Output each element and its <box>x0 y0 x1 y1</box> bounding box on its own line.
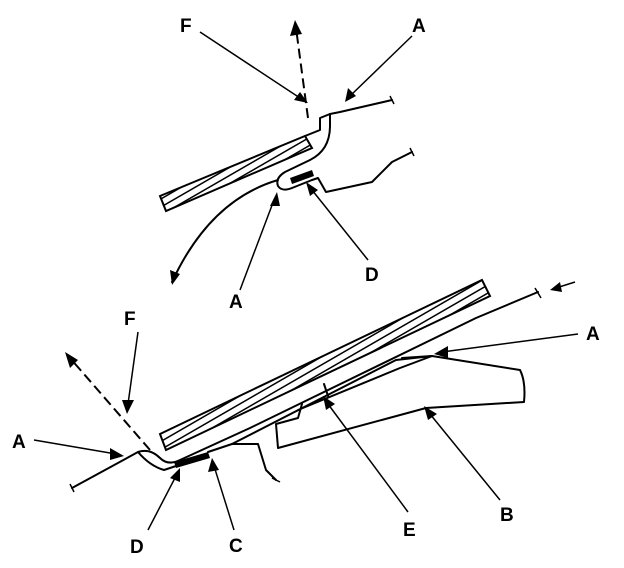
bottom-adhesive <box>174 452 210 468</box>
top-removal-arrowhead <box>170 270 180 285</box>
bottom-leader-A-right <box>441 333 579 353</box>
top-label-F: F <box>180 16 192 37</box>
bottom-clip-body <box>275 355 526 449</box>
top-detail-view: F A A D <box>158 16 426 313</box>
bottom-label-D: D <box>130 537 144 558</box>
bottom-glass-pane <box>158 278 492 452</box>
bottom-label-B: B <box>500 505 514 526</box>
top-leader-A-right-head <box>345 88 356 102</box>
bottom-leader-E <box>327 403 409 513</box>
top-adhesive <box>290 170 314 184</box>
bottom-leader-F <box>127 331 139 405</box>
bottom-leader-B-head <box>424 406 437 420</box>
top-direction-line <box>295 27 309 119</box>
bottom-leader-A-right-head <box>434 346 448 358</box>
bottom-leader-E-head <box>323 396 335 410</box>
bottom-label-E: E <box>403 520 416 541</box>
bottom-label-F: F <box>124 309 136 330</box>
bottom-break-mark-left <box>69 483 75 493</box>
top-leader-F-head <box>294 92 308 103</box>
bottom-molding <box>71 291 539 489</box>
bottom-direction-arrowhead <box>65 352 78 368</box>
top-direction-arrowhead <box>290 20 302 36</box>
top-leader-A-bottom <box>239 199 275 291</box>
bottom-leader-C-head <box>208 458 219 472</box>
top-leader-A-bottom-head <box>270 192 280 206</box>
top-break-mark-upper <box>389 95 395 105</box>
bottom-detail-view: F A A B C D E <box>12 278 600 558</box>
top-removal-path <box>171 179 279 283</box>
bottom-leader-D-head <box>170 468 180 482</box>
bottom-break-mark-right <box>534 287 542 299</box>
top-leader-D-head <box>306 182 318 196</box>
top-leader-A-right <box>349 35 413 97</box>
top-label-A-right: A <box>412 16 426 37</box>
top-body-panel <box>311 151 413 193</box>
bottom-leader-D <box>147 475 177 531</box>
bottom-label-A-left: A <box>12 432 26 453</box>
top-glass-pane <box>158 134 314 213</box>
top-leader-D <box>311 189 369 261</box>
bottom-break-mark-panel <box>271 477 281 483</box>
bottom-label-A-right: A <box>586 324 600 345</box>
bottom-molding-lip <box>137 451 177 471</box>
bottom-leader-C <box>213 465 235 531</box>
top-leader-F <box>199 31 301 99</box>
bottom-insert-arrowhead <box>550 282 562 292</box>
top-label-A-bottom: A <box>229 292 243 313</box>
bottom-leader-A-left <box>33 439 117 455</box>
top-label-D: D <box>365 265 379 286</box>
bottom-label-C: C <box>229 536 243 557</box>
bottom-retainer-clip <box>323 383 329 397</box>
bottom-direction-line <box>69 357 151 451</box>
bottom-leader-F-head <box>122 400 134 414</box>
top-molding <box>276 113 331 191</box>
bottom-leader-A-left-head <box>110 448 124 460</box>
bottom-body-panel <box>207 443 277 481</box>
bottom-leader-B <box>429 413 501 501</box>
top-molding-lip <box>329 99 393 115</box>
top-break-mark-lower <box>409 147 415 157</box>
